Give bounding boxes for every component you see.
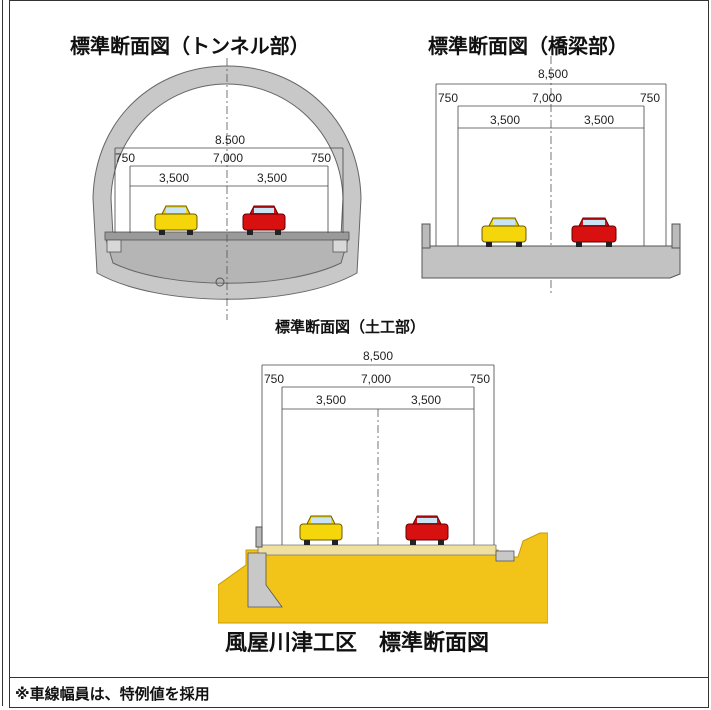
bridge-dim-lane-left: 3,500 [490,113,520,127]
earthwork-car-yellow [299,515,343,545]
tunnel-drain [215,277,225,287]
bridge-dim-shoulder-left: 750 [438,91,458,105]
earthwork-barrier-left [255,526,263,548]
note-divider [9,677,709,678]
bridge-dim-total: 8,500 [538,67,568,81]
tunnel-car-red [242,205,286,235]
earthwork-side-ditch [495,550,515,562]
bridge-barrier-left [421,223,431,249]
tunnel-dim-lane-right: 3,500 [257,171,287,185]
main-title: 風屋川津工区 標準断面図 [225,631,490,656]
tunnel-dim-lane-left: 3,500 [159,171,189,185]
earthwork-dim-road: 7,000 [361,372,391,386]
bridge-dim-lane-right: 3,500 [584,113,614,127]
tunnel-ditch-left [106,239,122,253]
earthwork-car-red [405,515,449,545]
tunnel-section-diagram: 8.500 750 7,000 750 3,500 3,500 [92,58,362,320]
bridge-barrier-right [671,223,681,249]
tunnel-dim-road: 7,000 [213,151,243,165]
tunnel-car-yellow [154,205,198,235]
bridge-deck [421,245,681,279]
earthwork-dim-shoulder-right: 750 [470,372,490,386]
earthwork-section-title: 標準断面図（土工部） [275,318,426,336]
earthwork-dim-lane-right: 3,500 [411,393,441,407]
tunnel-dim-shoulder-right: 750 [311,151,331,165]
bridge-section-title: 標準断面図（橋梁部） [428,34,628,58]
tunnel-section-title: 標準断面図（トンネル部） [70,34,310,58]
tunnel-ditch-right [332,239,348,253]
bridge-section-diagram: 8,500 750 7,000 750 3,500 3,500 [408,56,698,296]
lane-width-note: ※車線幅員は、特例値を採用 [15,685,210,703]
earthwork-pavement [257,544,497,556]
earthwork-section-diagram: 8,500 750 7,000 750 3,500 3,500 [218,349,548,624]
figure-border [9,0,709,708]
earthwork-retaining-wall [247,552,283,608]
bridge-car-yellow [481,217,527,247]
tunnel-invert [104,235,350,284]
tunnel-dim-shoulder-left: 750 [115,151,135,165]
tunnel-dim-total: 8.500 [215,133,245,147]
earthwork-dim-lane-left: 3,500 [316,393,346,407]
left-edge-line [2,0,3,706]
bridge-dim-road: 7,000 [532,91,562,105]
earthwork-dim-shoulder-left: 750 [264,372,284,386]
earthwork-dim-total: 8,500 [363,349,393,363]
bridge-dim-shoulder-right: 750 [640,91,660,105]
bridge-car-red [571,217,617,247]
